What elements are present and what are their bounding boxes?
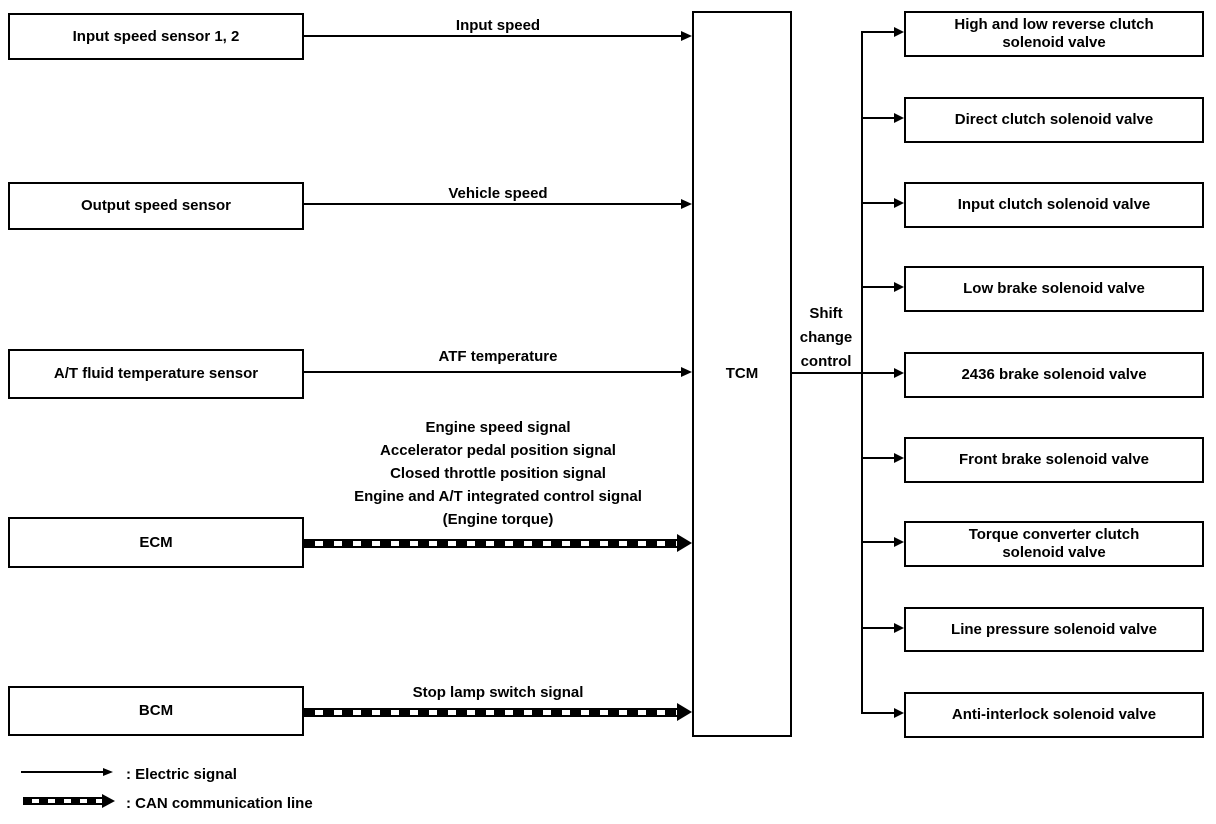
arrow-shaft: [861, 627, 894, 629]
arrowhead-icon: [102, 794, 115, 808]
arrow-shaft: [861, 117, 894, 119]
branch-arrow-anti-interlock: [861, 707, 904, 719]
arrow-shaft: [861, 457, 894, 459]
valve-box-front-brake: Front brake solenoid valve: [904, 437, 1204, 483]
valve-box-low-brake: Low brake solenoid valve: [904, 266, 1204, 312]
branch-arrow-direct-clutch: [861, 112, 904, 124]
arrowhead-icon: [894, 368, 904, 378]
source-box-atf-temperature-sensor: A/T fluid temperature sensor: [8, 349, 304, 399]
branch-arrow-torque-converter-clutch: [861, 536, 904, 548]
source-box-output-speed-sensor: Output speed sensor: [8, 182, 304, 230]
arrowhead-icon: [894, 113, 904, 123]
valve-box-input-clutch: Input clutch solenoid valve: [904, 182, 1204, 228]
legend-electric-arrow-icon: [21, 766, 113, 778]
arrowhead-icon: [681, 31, 692, 41]
shift-change-control-label: Shift change control: [799, 305, 853, 370]
arrowhead-icon: [894, 198, 904, 208]
arrowhead-icon: [681, 199, 692, 209]
source-box-bcm: BCM: [8, 686, 304, 736]
arrow-shaft: [790, 372, 894, 374]
arrow-shaft: [861, 712, 894, 714]
source-box-ecm: ECM: [8, 517, 304, 568]
can-dashed-shaft: [23, 797, 102, 805]
can-dashed-shaft: [304, 707, 677, 717]
arrow-shaft: [861, 541, 894, 543]
arrow-shaft: [861, 202, 894, 204]
branch-arrow-high-low-reverse-clutch: [861, 26, 904, 38]
branch-arrow-front-brake: [861, 452, 904, 464]
valve-box-high-low-reverse-clutch: High and low reverse clutch solenoid val…: [904, 11, 1204, 57]
arrow-shaft: [861, 31, 894, 33]
arrowhead-icon: [894, 708, 904, 718]
arrow-shaft: [861, 286, 894, 288]
legend-can-communication-label: : CAN communication line: [126, 795, 313, 812]
branch-arrow-input-clutch: [861, 197, 904, 209]
can-arrow-ecm: [304, 533, 692, 553]
output-trunk-line: [861, 32, 863, 714]
legend-can-arrow-icon: [23, 793, 115, 809]
signal-label-ecm-can-signals: Engine speed signal Accelerator pedal po…: [354, 419, 642, 528]
arrowhead-icon: [894, 623, 904, 633]
arrowhead-icon: [894, 453, 904, 463]
arrowhead-icon: [677, 703, 692, 721]
signal-label-vehicle-speed: Vehicle speed: [448, 185, 548, 202]
arrowhead-icon: [681, 367, 692, 377]
arrow-shaft: [304, 35, 681, 37]
arrow-shaft: [21, 771, 103, 773]
arrow-shaft: [304, 203, 681, 205]
branch-arrow-line-pressure: [861, 622, 904, 634]
arrowhead-icon: [894, 282, 904, 292]
signal-label-stop-lamp-switch: Stop lamp switch signal: [412, 684, 584, 701]
arrowhead-icon: [677, 534, 692, 552]
arrowhead-icon: [103, 768, 113, 776]
electric-arrow-atf-temperature: [304, 366, 692, 378]
arrowhead-icon: [894, 537, 904, 547]
signal-label-input-speed: Input speed: [455, 17, 541, 34]
arrow-shaft: [304, 371, 681, 373]
output-arrow-2436-brake: [790, 367, 904, 379]
legend-electric-signal-label: : Electric signal: [126, 766, 237, 783]
valve-box-anti-interlock: Anti-interlock solenoid valve: [904, 692, 1204, 738]
branch-arrow-low-brake: [861, 281, 904, 293]
valve-box-2436-brake: 2436 brake solenoid valve: [904, 352, 1204, 398]
can-arrow-bcm: [304, 702, 692, 722]
tcm-box: TCM: [692, 11, 792, 737]
electric-arrow-input-speed: [304, 30, 692, 42]
arrowhead-icon: [894, 27, 904, 37]
source-box-input-speed-sensor: Input speed sensor 1, 2: [8, 13, 304, 60]
electric-arrow-vehicle-speed: [304, 198, 692, 210]
valve-box-direct-clutch: Direct clutch solenoid valve: [904, 97, 1204, 143]
valve-box-line-pressure: Line pressure solenoid valve: [904, 607, 1204, 652]
valve-box-torque-converter-clutch: Torque converter clutch solenoid valve: [904, 521, 1204, 567]
can-dashed-shaft: [304, 538, 677, 548]
signal-label-atf-temperature: ATF temperature: [438, 348, 558, 365]
